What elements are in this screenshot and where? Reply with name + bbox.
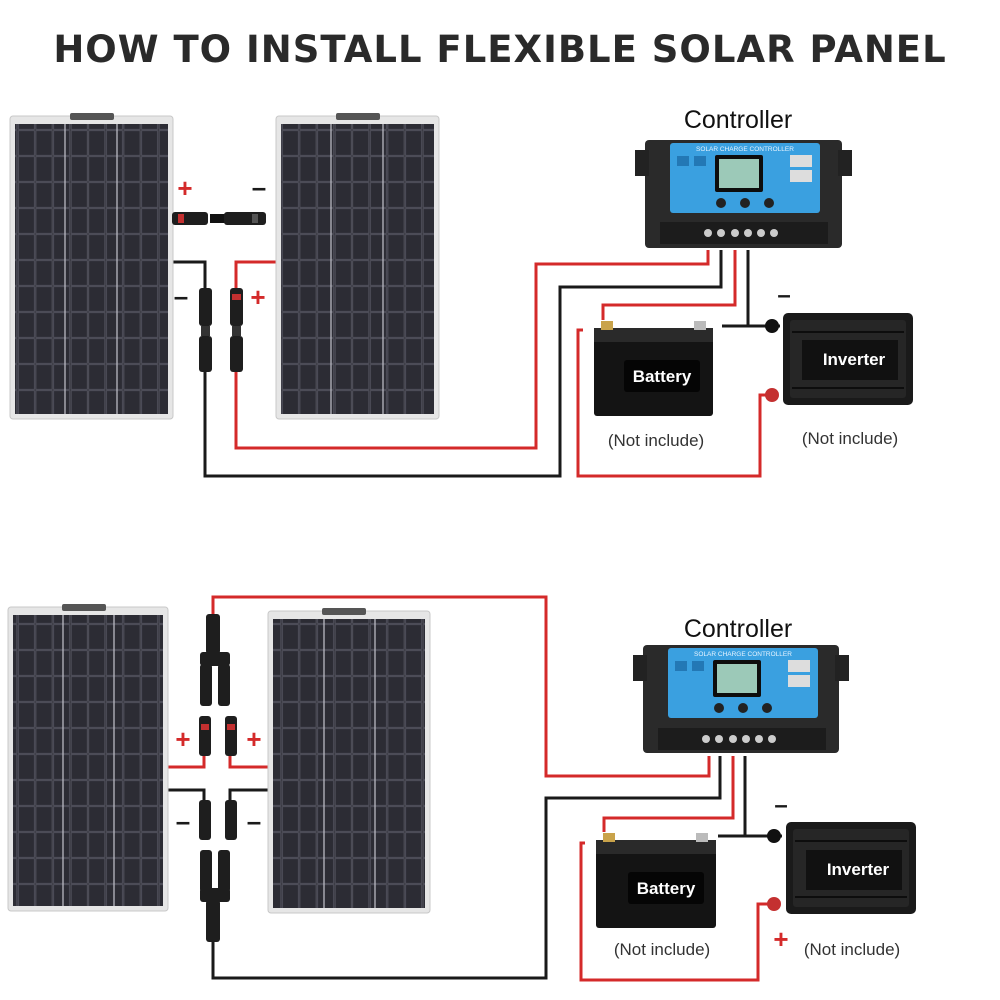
series-battery: Battery [594,321,713,416]
parallel-negative-main-wire [211,756,722,980]
series-controller-face-text: SOLAR CHARGE CONTROLLER [696,146,794,153]
series-battery-link-wire [576,328,778,478]
series-controller-label: Controller [684,106,792,134]
parallel-minus-sign-left: – [176,806,190,836]
parallel-solar-panel-left [7,604,169,912]
series-inverter-label: Inverter [823,350,886,369]
parallel-positive-panel-right [228,755,272,769]
series-minus-sign-2: – [174,281,188,311]
series-inverter: Inverter [765,313,913,405]
series-minus-sign: – [252,172,266,202]
parallel-controller-face-text: SOLAR CHARGE CONTROLLER [694,651,792,658]
series-battery-positive-wire [601,250,737,320]
series-plus-sign: + [177,173,192,203]
parallel-controller-label: Controller [684,615,792,643]
parallel-y-connector-negative [199,800,237,942]
parallel-battery-positive-wire [602,756,735,832]
parallel-wires [165,595,782,982]
series-battery-note: (Not include) [608,431,704,450]
series-mc4-connector-pair [172,212,266,225]
parallel-battery-link-wire [579,841,776,982]
series-plus-sign-2: + [250,282,265,312]
parallel-negative-panel-right [228,788,272,800]
parallel-inverter-note: (Not include) [804,940,900,959]
series-solar-panel-left [9,113,174,420]
series-solar-panel-right [275,113,440,420]
series-battery-label: Battery [633,367,692,386]
parallel-diagram: + + – – – + Controller SOLAR CHARGE CONT… [7,595,916,982]
series-mc4-vertical-left [199,288,212,372]
parallel-battery-note: (Not include) [614,940,710,959]
parallel-y-connector-positive [199,614,237,756]
series-positive-panel-wire [234,260,278,288]
parallel-plus-sign-right: + [246,724,261,754]
parallel-positive-panel-left [165,755,206,769]
series-positive-main-wire [234,250,710,450]
parallel-inverter: Inverter [767,822,916,914]
parallel-battery-label: Battery [637,879,696,898]
parallel-battery: Battery [596,833,716,928]
series-negative-main-wire [203,250,723,478]
page-title: HOW TO INSTALL FLEXIBLE SOLAR PANEL [53,28,947,71]
parallel-positive-main-wire [211,595,711,778]
parallel-inverter-label: Inverter [827,860,890,879]
parallel-inverter-plus-sign: + [773,924,788,954]
parallel-negative-panel-left [165,788,206,800]
series-wires [170,250,780,478]
series-mc4-vertical-right [230,288,243,372]
series-inverter-minus-sign: – [777,282,790,309]
series-charge-controller: SOLAR CHARGE CONTROLLER [635,140,852,248]
parallel-plus-sign-left: + [175,724,190,754]
series-inverter-note: (Not include) [802,429,898,448]
parallel-inverter-minus-sign: – [774,792,787,819]
parallel-minus-sign-right: – [247,806,261,836]
parallel-solar-panel-right [267,608,431,914]
series-diagram: + – – + – Controller SOLAR CHARGE CONTRO… [9,106,913,478]
parallel-charge-controller: SOLAR CHARGE CONTROLLER [633,645,849,753]
series-negative-panel-wire [170,260,207,288]
